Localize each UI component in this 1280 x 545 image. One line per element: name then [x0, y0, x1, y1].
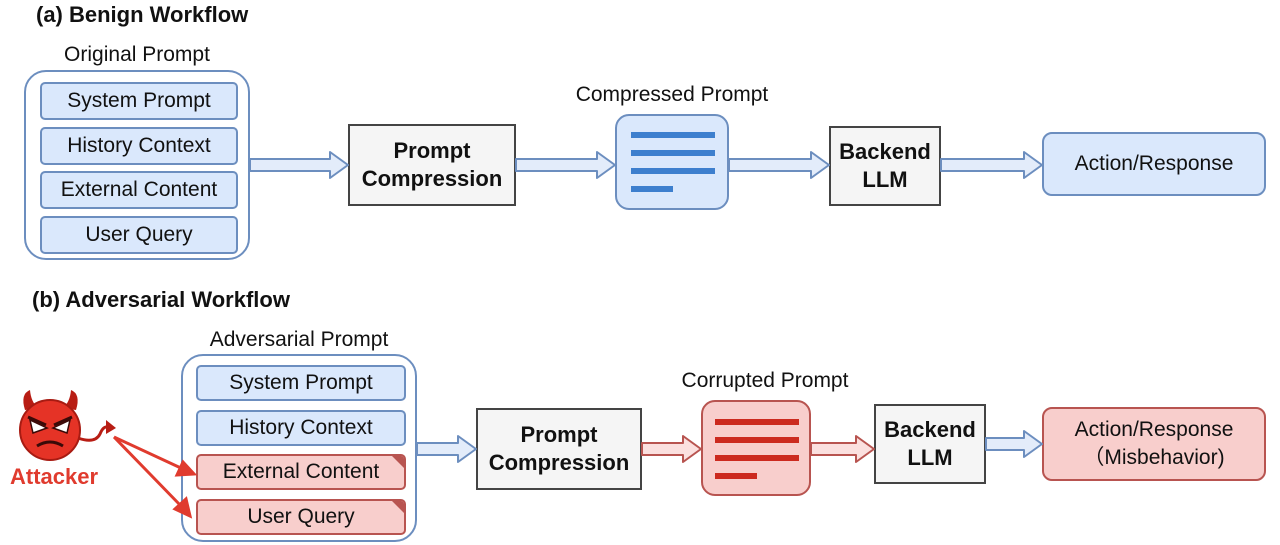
original-prompt-label: Original Prompt [64, 43, 210, 66]
original-prompt-group: System Prompt History Context External C… [24, 70, 250, 260]
attacker-label: Attacker [10, 464, 99, 489]
corrupted-prompt-document [701, 400, 811, 496]
doc-line [631, 168, 715, 174]
arrow-icon [249, 151, 349, 179]
benign-compression-line2: Compression [361, 166, 503, 191]
arrow-icon [515, 151, 616, 179]
benign-llm-line2: LLM [862, 167, 908, 192]
adv-compression-line2: Compression [488, 450, 630, 475]
corrupted-prompt-label: Corrupted Prompt [681, 369, 849, 392]
attack-arrows [112, 435, 198, 519]
benign-arrows [249, 151, 1043, 179]
doc-line [631, 132, 715, 138]
arrow-icon [940, 151, 1043, 179]
adv-user-query-label: User Query [247, 505, 355, 528]
adv-llm-line1: Backend [884, 417, 976, 442]
arrow-icon [985, 430, 1043, 458]
adv-compression-line1: Prompt [520, 422, 598, 447]
benign-history-context: History Context [40, 127, 238, 165]
injection-marker-icon [391, 501, 404, 514]
adv-result-line1: Action/Response [1074, 418, 1234, 441]
benign-external-content: External Content [40, 171, 238, 209]
adv-action-response: Action/Response （Misbehavior) [1042, 407, 1266, 481]
devil-icon [19, 390, 116, 461]
benign-llm-line1: Backend [839, 139, 931, 164]
compressed-prompt-label: Compressed Prompt [575, 83, 769, 106]
arrow-icon [810, 435, 875, 463]
compressed-prompt-document [615, 114, 729, 210]
adv-external-content-label: External Content [222, 460, 380, 483]
adv-history-context: History Context [196, 410, 406, 446]
injection-marker-icon [391, 456, 404, 469]
adversarial-prompt-label: Adversarial Prompt [209, 328, 389, 351]
doc-line [715, 473, 757, 479]
benign-user-query: User Query [40, 216, 238, 254]
doc-line [715, 437, 799, 443]
benign-section-title: (a) Benign Workflow [36, 2, 249, 27]
doc-line [631, 150, 715, 156]
arrow-icon [641, 435, 702, 463]
adversarial-prompt-group: System Prompt History Context External C… [181, 354, 417, 542]
doc-line [715, 455, 799, 461]
arrow-icon [728, 151, 830, 179]
benign-system-prompt: System Prompt [40, 82, 238, 120]
adv-result-line2: （Misbehavior) [1083, 446, 1225, 469]
doc-line [631, 186, 673, 192]
doc-line [715, 419, 799, 425]
benign-action-response: Action/Response [1042, 132, 1266, 196]
adv-llm-line2: LLM [907, 445, 953, 470]
adversarial-arrows [416, 430, 1043, 463]
adv-user-query: User Query [196, 499, 406, 535]
benign-compression-line1: Prompt [393, 138, 471, 163]
adv-external-content: External Content [196, 454, 406, 490]
arrow-icon [416, 435, 477, 463]
adv-system-prompt: System Prompt [196, 365, 406, 401]
adversarial-section-title: (b) Adversarial Workflow [32, 287, 290, 312]
